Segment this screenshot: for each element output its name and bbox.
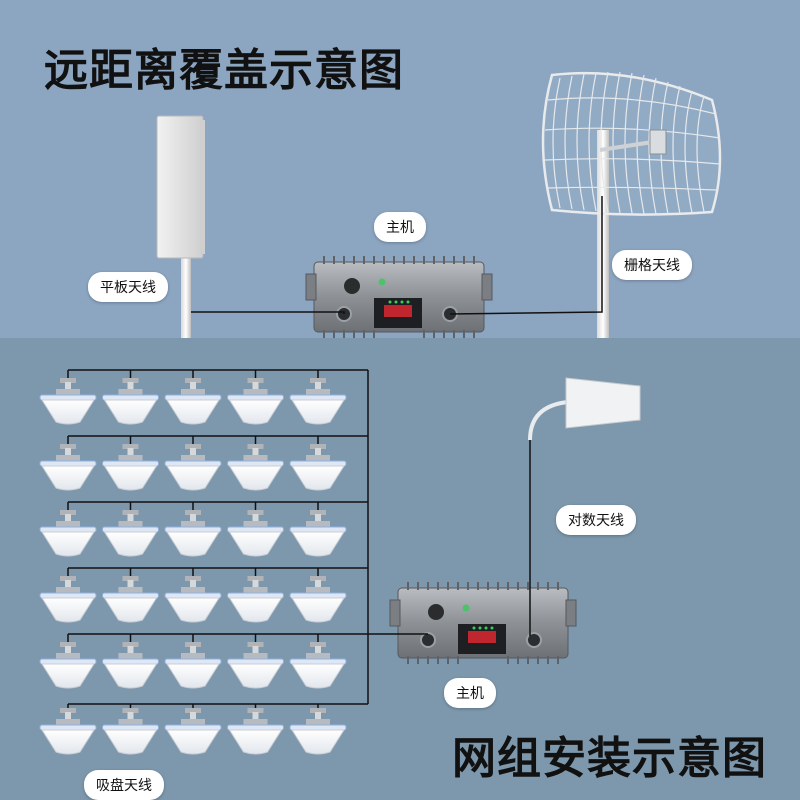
ceiling-antenna (164, 707, 222, 755)
ceiling-antenna (164, 509, 222, 557)
ceiling-antenna (102, 641, 159, 689)
ceiling-antenna (39, 443, 97, 491)
panel-antenna (156, 115, 205, 338)
label-grid-antenna: 栅格天线 (612, 250, 692, 280)
ceiling-antenna (39, 641, 97, 689)
ceiling-antenna (289, 509, 347, 557)
label-host-top: 主机 (374, 212, 426, 242)
ceiling-antenna (227, 641, 284, 689)
label-panel-antenna: 平板天线 (88, 272, 168, 302)
ceiling-antenna (39, 377, 97, 425)
ceiling-antenna (39, 575, 97, 623)
ceiling-antenna (164, 443, 222, 491)
ceiling-antenna (164, 641, 222, 689)
label-host-bottom: 主机 (444, 678, 496, 708)
title-long-range-coverage: 远距离覆盖示意图 (44, 45, 404, 96)
title-network-installation: 网组安装示意图 (452, 733, 767, 784)
ceiling-antenna (102, 707, 159, 755)
ceiling-antenna (102, 377, 159, 425)
ceiling-antenna-grid (39, 377, 347, 755)
ceiling-antenna (289, 575, 347, 623)
ceiling-antenna (102, 575, 159, 623)
top-cables (191, 196, 603, 315)
ceiling-antenna (227, 377, 284, 425)
ceiling-antenna (227, 443, 284, 491)
ceiling-antenna (102, 443, 159, 491)
network-cables (67, 369, 531, 710)
ceiling-antenna (227, 707, 284, 755)
ceiling-antenna (164, 377, 222, 425)
label-ceiling-antenna: 吸盘天线 (84, 770, 164, 800)
grid-parabolic-antenna (541, 71, 722, 338)
host-unit-top (305, 255, 493, 339)
label-log-antenna: 对数天线 (556, 505, 636, 535)
log-periodic-antenna (528, 377, 641, 441)
ceiling-antenna (39, 707, 97, 755)
host-unit-bottom (389, 581, 577, 665)
ceiling-antenna (289, 641, 347, 689)
ceiling-antenna (227, 575, 284, 623)
ceiling-antenna (102, 509, 159, 557)
ceiling-antenna (164, 575, 222, 623)
ceiling-antenna (289, 707, 347, 755)
ceiling-antenna (227, 509, 284, 557)
ceiling-antenna (289, 377, 347, 425)
ceiling-antenna (39, 509, 97, 557)
ceiling-antenna (289, 443, 347, 491)
